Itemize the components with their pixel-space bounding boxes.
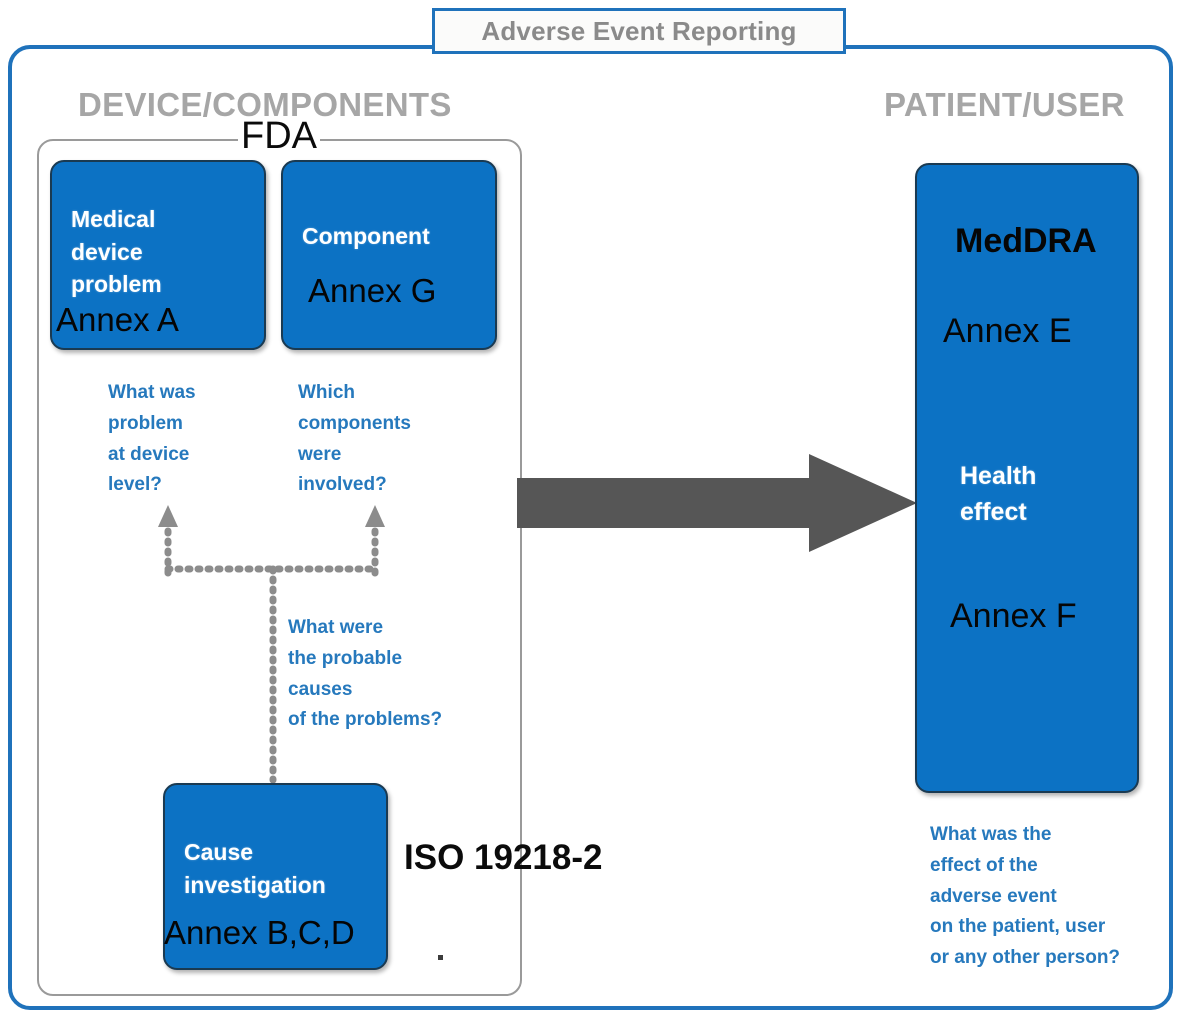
question-device-level: What was problem at device level?: [108, 382, 196, 496]
column-header-device: DEVICE/COMPONENTS: [78, 86, 452, 123]
box-cause-investigation-label: Cause investigation: [184, 839, 326, 898]
annex-label-a: Annex A: [56, 301, 179, 338]
annex-label-f: Annex F: [950, 597, 1077, 635]
device-to-patient-arrow-icon: [517, 454, 917, 552]
annex-label-bcd: Annex B,C,D: [164, 914, 355, 951]
box-component[interactable]: Component: [281, 160, 497, 350]
column-header-patient: PATIENT/USER: [884, 86, 1125, 123]
annex-label-g: Annex G: [308, 272, 437, 309]
box-medical-device-problem[interactable]: Medical device problem: [50, 160, 266, 350]
annex-label-e: Annex E: [943, 312, 1072, 350]
question-adverse-event-effect: What was the effect of the adverse event…: [930, 824, 1121, 969]
box-cause-investigation[interactable]: Cause investigation: [163, 783, 388, 970]
box-medical-device-problem-label: Medical device problem: [71, 206, 162, 298]
diagram-title-box: Adverse Event Reporting: [432, 8, 846, 54]
stray-dot-mark: [438, 955, 443, 960]
page-title: Adverse Event Reporting: [481, 15, 797, 46]
box-component-label: Component: [302, 223, 430, 249]
question-probable-causes: What were the probable causes of the pro…: [288, 617, 443, 731]
fda-scope-label: FDA: [238, 117, 320, 155]
meddra-title: MedDRA: [955, 222, 1097, 260]
iso-standard-label: ISO 19218-2: [404, 838, 603, 877]
health-effect-label: Health effect: [960, 462, 1037, 527]
question-components-involved: Which components were involved?: [298, 382, 411, 496]
box-meddra[interactable]: [915, 163, 1139, 793]
cause-link-connector: [158, 505, 385, 784]
